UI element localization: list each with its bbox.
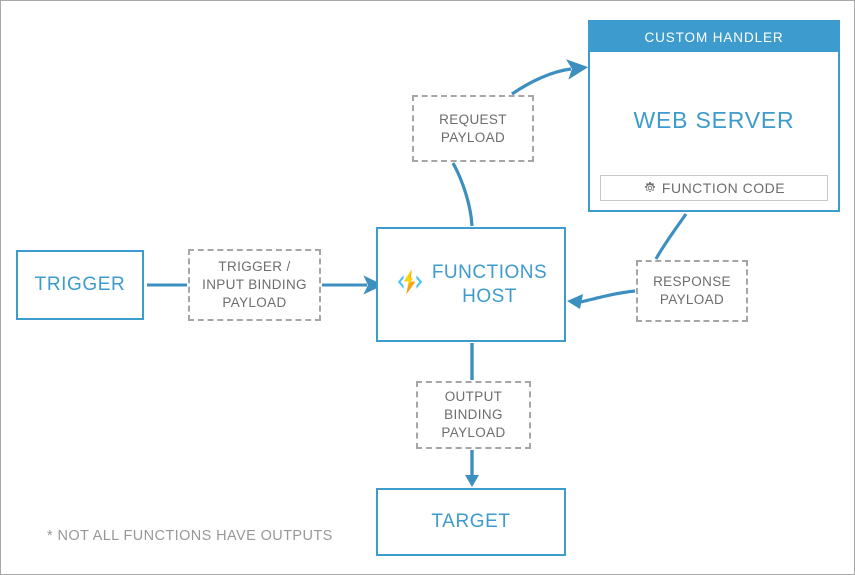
gear-icon	[643, 181, 657, 195]
trigger-label: TRIGGER	[34, 274, 126, 295]
function-code-button[interactable]: FUNCTION CODE	[600, 175, 828, 201]
payload-line-2: INPUT BINDING	[202, 277, 307, 293]
functions-host-label-line1: FUNCTIONS	[431, 262, 548, 284]
functions-host-node[interactable]: FUNCTIONS HOST	[376, 227, 566, 342]
request-payload-text: REQUEST PAYLOAD	[439, 111, 507, 147]
function-code-button-label: FUNCTION CODE	[661, 180, 786, 196]
payload-line-1: REQUEST	[439, 111, 507, 127]
functions-host-label-line2: HOST	[462, 285, 517, 307]
connector-webserver-to-host-upper	[654, 213, 688, 260]
custom-handler-panel[interactable]: CUSTOM HANDLER WEB SERVER FUNCTION CODE	[588, 20, 840, 212]
functions-host-label: FUNCTIONS HOST	[432, 261, 547, 307]
payload-line-2: PAYLOAD	[440, 129, 506, 145]
custom-handler-body: WEB SERVER FUNCTION CODE	[590, 52, 838, 210]
payload-line-3: PAYLOAD	[222, 294, 287, 310]
target-label: TARGET	[431, 511, 511, 532]
payload-line-2: BINDING	[444, 407, 503, 423]
output-binding-payload-text: OUTPUT BINDING PAYLOAD	[441, 388, 505, 441]
payload-line-1: OUTPUT	[444, 389, 503, 405]
trigger-input-binding-payload-label: TRIGGER / INPUT BINDING PAYLOAD	[188, 249, 321, 321]
arrowhead-into-host-right	[567, 294, 583, 309]
response-payload-text: RESPONSE PAYLOAD	[653, 273, 731, 309]
payload-line-1: RESPONSE	[653, 274, 731, 290]
response-payload-label: RESPONSE PAYLOAD	[636, 260, 748, 322]
connector-webserver-to-host-lower	[580, 289, 636, 304]
trigger-input-binding-payload-text: TRIGGER / INPUT BINDING PAYLOAD	[202, 258, 307, 311]
arrowhead-into-target	[465, 475, 479, 487]
payload-line-3: PAYLOAD	[441, 424, 506, 440]
functions-host-content: FUNCTIONS HOST	[395, 261, 547, 307]
trigger-node[interactable]: TRIGGER	[16, 250, 144, 320]
request-payload-label: REQUEST PAYLOAD	[412, 95, 534, 162]
output-binding-payload-label: OUTPUT BINDING PAYLOAD	[416, 381, 531, 449]
web-server-label: WEB SERVER	[633, 106, 795, 133]
target-node[interactable]: TARGET	[376, 488, 566, 556]
connector-host-to-webserver-upper	[511, 59, 589, 96]
connector-host-to-webserver-lower	[451, 162, 474, 227]
custom-handler-header: CUSTOM HANDLER	[590, 22, 838, 52]
azure-functions-bolt-icon	[395, 267, 425, 302]
payload-line-2: PAYLOAD	[659, 292, 725, 307]
footnote-text: * NOT ALL FUNCTIONS HAVE OUTPUTS	[47, 528, 333, 544]
payload-line-1: TRIGGER /	[218, 259, 291, 275]
